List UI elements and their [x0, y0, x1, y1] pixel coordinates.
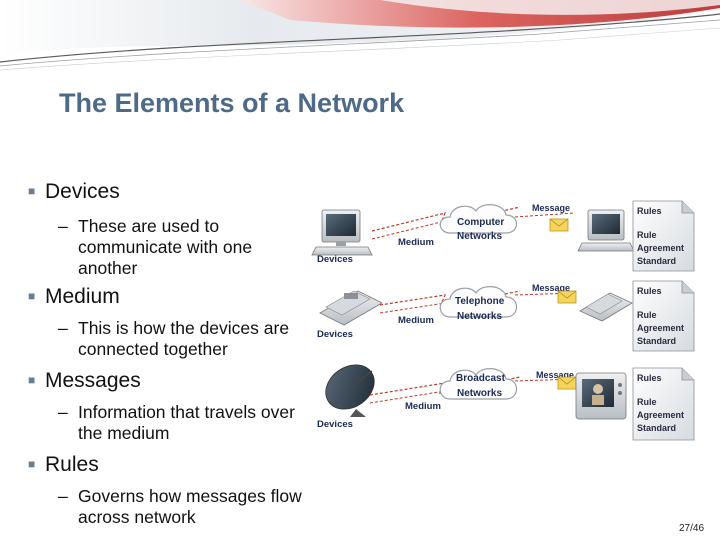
bullet-square-icon: ■	[28, 373, 36, 387]
medium-label: Medium	[398, 237, 434, 248]
page-title: The Elements of a Network	[59, 88, 405, 118]
message-label: Message	[532, 283, 570, 293]
doc-text-rule: Rule	[637, 230, 657, 240]
doc-text-agreement: Agreement	[637, 410, 684, 420]
medium-label: Medium	[405, 401, 441, 412]
devices-label: Devices	[317, 329, 353, 340]
sub-bullet-text: These are used to communicate with one a…	[78, 216, 253, 278]
bullet-square-icon: ■	[28, 184, 36, 198]
doc-text-standard: Standard	[637, 336, 676, 346]
message-label: Message	[532, 203, 570, 213]
doc-text-standard: Standard	[637, 256, 676, 266]
rules-label: Rules	[637, 206, 662, 216]
document-icon	[632, 200, 695, 272]
doc-text-agreement: Agreement	[637, 243, 684, 253]
document-icon	[632, 280, 695, 352]
satellite-dish-icon	[325, 364, 375, 417]
sub-bullet-devices: –These are used to communicate with one …	[58, 216, 303, 279]
sub-bullet-text: Governs how messages flow across network	[78, 486, 302, 527]
row-computer-networks: Devices Medium Computer Networks Message	[311, 200, 695, 272]
cloud-label-line1: Telephone	[455, 296, 505, 307]
envelope-icon	[549, 218, 569, 232]
devices-label: Devices	[317, 254, 353, 265]
message-label: Message	[536, 370, 574, 380]
cloud-label-line2: Networks	[457, 388, 502, 399]
page-number: 27/46	[679, 523, 705, 534]
doc-text-standard: Standard	[637, 423, 676, 433]
cloud-label-line2: Networks	[457, 231, 502, 242]
row-broadcast-networks: Devices Medium Broadcast Networks Messag…	[317, 364, 695, 441]
cloud-icon	[439, 204, 518, 234]
cloud-label-line2: Networks	[457, 311, 502, 322]
telephone-icon	[319, 290, 383, 326]
network-elements-diagram: Devices Medium Computer Networks Message	[311, 200, 695, 441]
bullet-label: Messages	[45, 369, 141, 392]
desktop-computer-icon	[577, 209, 635, 252]
sub-bullet-rules: –Governs how messages flow across networ…	[58, 486, 302, 527]
desktop-computer-icon	[311, 209, 373, 256]
document-icon	[632, 367, 695, 441]
medium-label: Medium	[398, 315, 434, 326]
sub-bullet-text: This is how the devices are connected to…	[78, 318, 290, 359]
doc-text-agreement: Agreement	[637, 323, 684, 333]
sub-bullet-medium: –This is how the devices are connected t…	[58, 318, 303, 360]
telephone-icon	[579, 292, 633, 322]
sub-bullet-text: Information that travels over the medium	[78, 402, 295, 443]
cloud-icon	[439, 368, 518, 400]
sub-bullet-messages: –Information that travels over the mediu…	[58, 402, 303, 444]
cloud-label-line1: Broadcast	[456, 373, 506, 384]
rules-label: Rules	[637, 286, 662, 296]
envelope-icon	[557, 290, 577, 304]
cloud-icon	[439, 286, 518, 318]
cloud-label-line1: Computer	[457, 217, 504, 228]
bullet-label: Devices	[45, 180, 120, 203]
bullet-square-icon: ■	[28, 457, 36, 471]
doc-text-rule: Rule	[637, 310, 657, 320]
envelope-icon	[557, 376, 577, 390]
row-telephone-networks: Devices Medium Telephone Networks Messag…	[317, 280, 695, 352]
bullet-label: Medium	[45, 285, 120, 308]
television-icon	[575, 372, 627, 420]
bullet-devices: ■ Devices	[28, 180, 120, 204]
bullet-messages: ■ Messages	[28, 369, 141, 393]
bullet-label: Rules	[45, 453, 99, 476]
header-swoosh-decoration	[0, 0, 720, 71]
rules-label: Rules	[637, 373, 662, 383]
bullet-medium: ■ Medium	[28, 285, 120, 309]
bullet-rules: ■ Rules	[28, 453, 99, 477]
doc-text-rule: Rule	[637, 397, 657, 407]
bullet-square-icon: ■	[28, 289, 36, 303]
devices-label: Devices	[317, 419, 353, 430]
